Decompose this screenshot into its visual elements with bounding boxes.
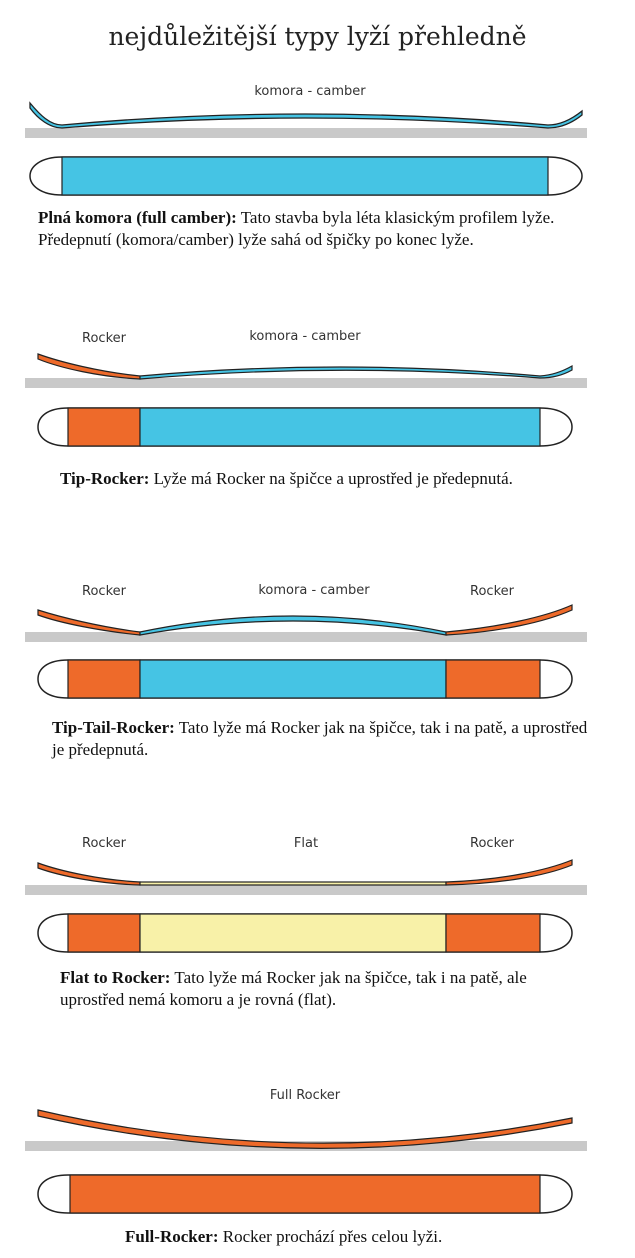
rocker-tip	[37, 353, 141, 380]
camber-zone	[139, 407, 541, 447]
label-left: Rocker	[82, 584, 127, 599]
caption-tip-tail-rocker: Tip-Tail-Rocker: Tato lyže má Rocker jak…	[52, 717, 592, 761]
camber-zone	[61, 156, 549, 196]
caption-body: Rocker prochází přes celou lyži.	[218, 1227, 443, 1246]
flat-section	[139, 881, 447, 886]
label-left: Rocker	[82, 836, 127, 851]
caption-flat-to-rocker: Flat to Rocker: Tato lyže má Rocker jak …	[60, 967, 590, 1011]
caption-title: Plná komora (full camber):	[38, 208, 237, 227]
caption-title: Full-Rocker:	[125, 1227, 219, 1246]
rocker-tip	[37, 862, 141, 886]
caption-full-camber: Plná komora (full camber): Tato stavba b…	[38, 207, 598, 251]
label-right: Rocker	[470, 584, 515, 599]
camber-zone	[139, 659, 447, 699]
label-center: Full Rocker	[270, 1088, 341, 1103]
rocker-tail	[445, 859, 573, 886]
rocker-zone-tip	[67, 913, 141, 953]
profile-full-rocker: Full Rocker	[25, 1088, 587, 1214]
rocker-zone-tail	[445, 659, 541, 699]
label-left: Rocker	[82, 331, 127, 346]
label-center: komora - camber	[258, 583, 370, 598]
ground-line	[25, 128, 587, 138]
caption-full-rocker: Full-Rocker: Rocker prochází přes celou …	[125, 1226, 605, 1248]
rocker-zone-tail	[445, 913, 541, 953]
label-center: Flat	[294, 836, 318, 851]
rocker-full	[37, 1109, 573, 1149]
caption-tip-rocker: Tip-Rocker: Lyže má Rocker na špičce a u…	[60, 468, 620, 490]
caption-body: Tato lyže má Rocker jak na špičce, tak i…	[52, 718, 588, 759]
rocker-zone-tip	[67, 407, 141, 447]
label-right: Rocker	[470, 836, 515, 851]
caption-body: Tato stavba byla léta klasickým profilem…	[38, 208, 555, 249]
caption-body: Tato lyže má Rocker jak na špičce, tak i…	[60, 968, 527, 1009]
caption-title: Flat to Rocker:	[60, 968, 171, 987]
profile-tip-rocker: Rocker komora - camber	[25, 329, 587, 447]
camber-section	[139, 364, 573, 380]
caption-title: Tip-Tail-Rocker:	[52, 718, 175, 737]
rocker-tail	[445, 604, 573, 636]
ground-line	[25, 378, 587, 388]
profile-full-camber: komora - camber	[25, 84, 587, 196]
label-center: komora - camber	[249, 329, 361, 344]
ground-line	[25, 632, 587, 642]
profile-flat-to-rocker: Rocker Flat Rocker	[25, 836, 587, 953]
rocker-zone-tip	[67, 659, 141, 699]
page-title: nejdůležitější typy lyží přehledně	[108, 22, 527, 51]
rocker-zone-full	[69, 1174, 541, 1214]
caption-title: Tip-Rocker:	[60, 469, 150, 488]
caption-body: Lyže má Rocker na špičce a uprostřed je …	[149, 469, 513, 488]
label-center: komora - camber	[254, 84, 366, 99]
flat-zone	[139, 913, 447, 953]
profile-tip-tail-rocker: Rocker komora - camber Rocker	[25, 583, 587, 699]
ground-line	[25, 885, 587, 895]
rocker-tip	[37, 609, 141, 636]
camber-section	[29, 101, 583, 129]
